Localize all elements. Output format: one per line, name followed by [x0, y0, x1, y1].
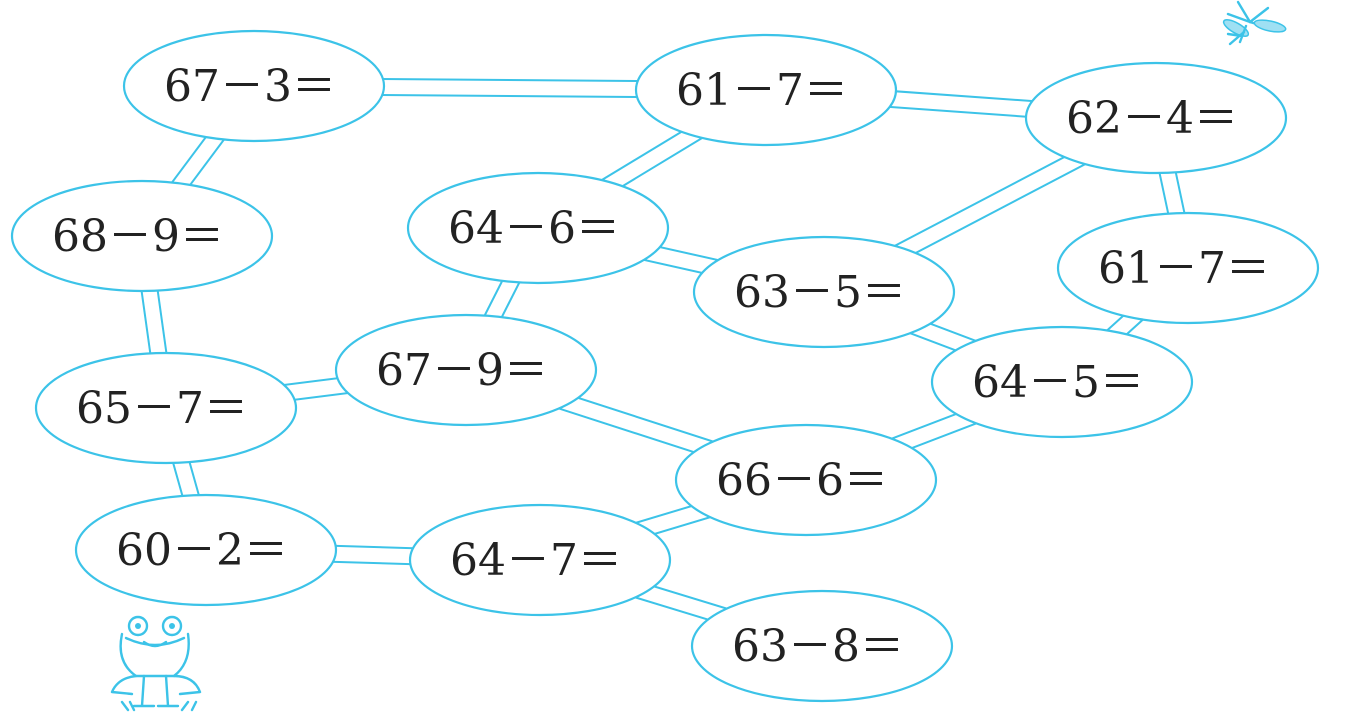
stone-outline [1024, 61, 1288, 175]
stone-n8[interactable]: 65－7＝ [34, 351, 298, 465]
stone-outline [692, 235, 956, 349]
stone-outline [408, 503, 672, 617]
stone-outline [690, 589, 954, 703]
equation-label: 62－4＝ [1066, 93, 1238, 144]
equation-label: 67－9＝ [376, 345, 548, 396]
equation-label: 66－6＝ [716, 455, 888, 506]
stone-n5[interactable]: 64－6＝ [406, 171, 670, 285]
stone-outline [334, 313, 598, 427]
stone-n6[interactable]: 63－5＝ [692, 235, 956, 349]
stone-outline [34, 351, 298, 465]
dragonfly-icon [1222, 0, 1287, 46]
stone-outline [122, 29, 386, 143]
equation-label: 63－8＝ [732, 621, 904, 672]
equation-label: 67－3＝ [164, 61, 336, 112]
equation-label: 65－7＝ [76, 383, 248, 434]
equation-label: 60－2＝ [116, 525, 288, 576]
equation-label: 63－5＝ [734, 267, 906, 318]
stone-n13[interactable]: 64－7＝ [408, 503, 672, 617]
stone-n7[interactable]: 61－7＝ [1056, 211, 1320, 325]
stone-n4[interactable]: 68－9＝ [10, 179, 274, 293]
equation-label: 68－9＝ [52, 211, 224, 262]
stone-n11[interactable]: 66－6＝ [674, 423, 938, 537]
stone-outline [10, 179, 274, 293]
equation-label: 61－7＝ [1098, 243, 1270, 294]
stone-outline [74, 493, 338, 607]
equation-label: 64－5＝ [972, 357, 1144, 408]
stone-n1[interactable]: 67－3＝ [122, 29, 386, 143]
stone-outline [406, 171, 670, 285]
stone-outline [674, 423, 938, 537]
stone-outline [930, 325, 1194, 439]
frog-icon [110, 615, 202, 712]
equation-label: 64－6＝ [448, 203, 620, 254]
stone-n2[interactable]: 61－7＝ [634, 33, 898, 147]
stone-n14[interactable]: 63－8＝ [690, 589, 954, 703]
stone-outline [1056, 211, 1320, 325]
stone-n9[interactable]: 67－9＝ [334, 313, 598, 427]
stone-outline [634, 33, 898, 147]
stones-layer: 67－3＝ 61－7＝ 62－4＝ 68－9＝ 64－6＝ 63－5＝ 61－7＝ 65－7＝… [10, 29, 1320, 703]
equation-label: 64－7＝ [450, 535, 622, 586]
equation-label: 61－7＝ [676, 65, 848, 116]
stone-n12[interactable]: 60－2＝ [74, 493, 338, 607]
stone-n3[interactable]: 62－4＝ [1024, 61, 1288, 175]
stone-n10[interactable]: 64－5＝ [930, 325, 1194, 439]
